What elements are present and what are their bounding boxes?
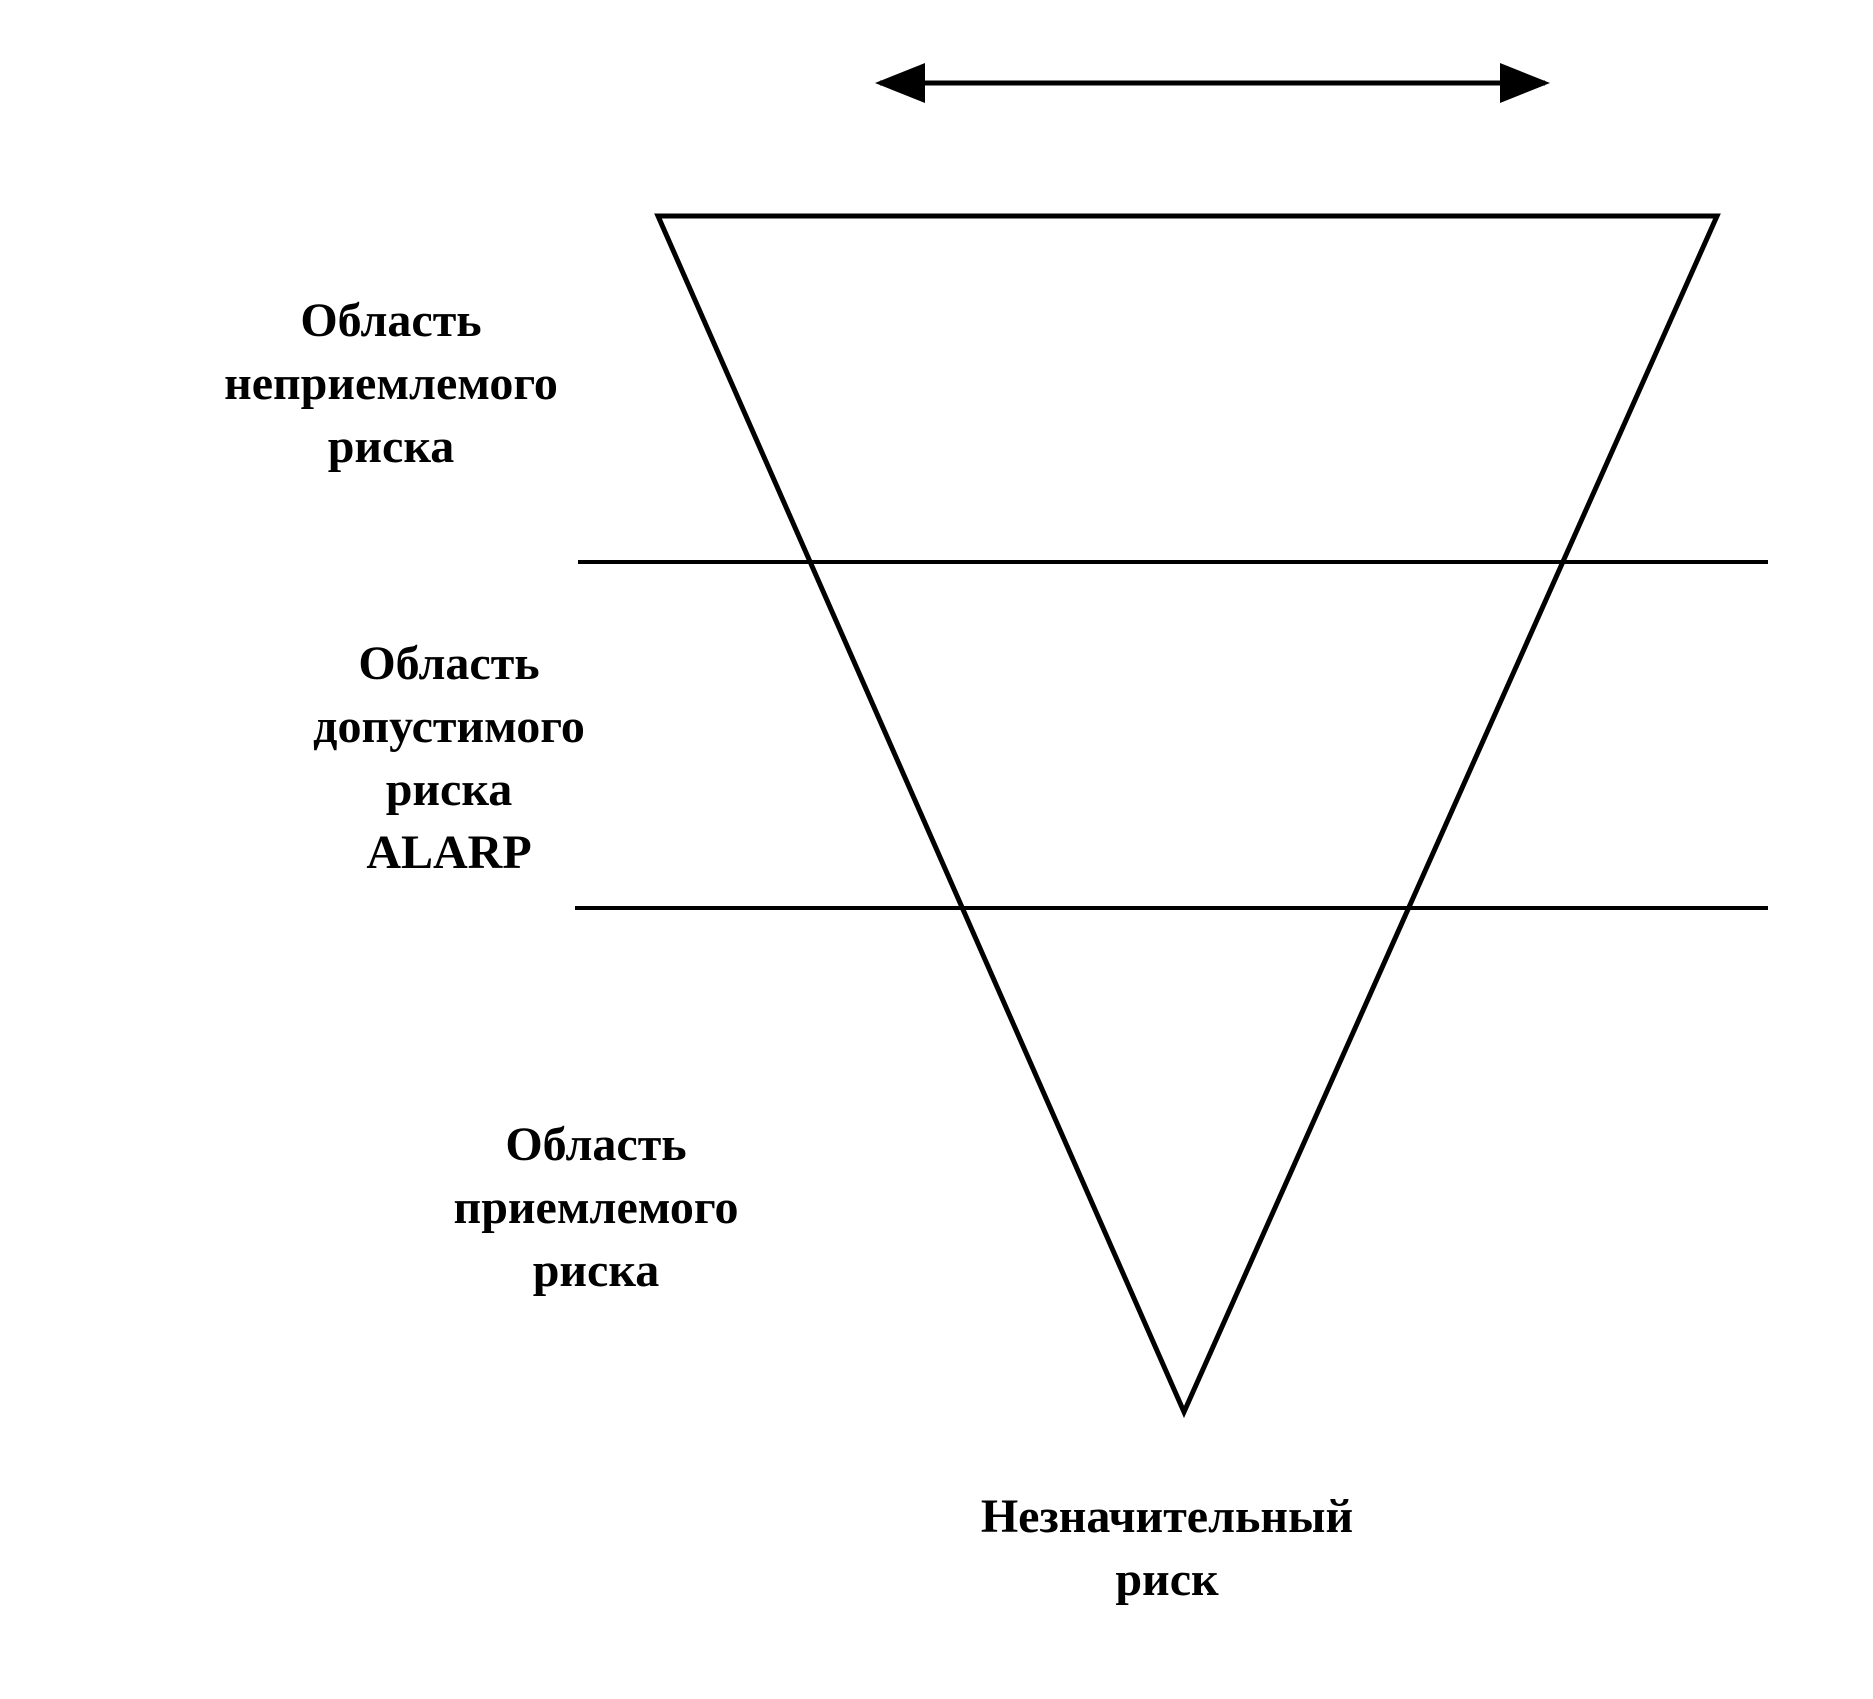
unacceptable-risk-line-3: риска	[327, 420, 455, 473]
inverted-risk-triangle	[654, 213, 1721, 1419]
acceptable-risk-line-2: приемлемого	[453, 1181, 739, 1234]
tolerable-risk-line-2: допустимого	[313, 700, 585, 753]
unacceptable-risk-line-1: Область	[300, 294, 482, 347]
acceptable-risk-line-1: Область	[505, 1118, 687, 1171]
acceptable-risk-label: Область приемлемого риска	[336, 1113, 856, 1302]
negligible-risk-label: Незначительный риск	[907, 1485, 1427, 1611]
negligible-risk-line-2: риск	[1115, 1553, 1219, 1606]
unacceptable-risk-line-2: неприемлемого	[224, 357, 558, 410]
tolerable-risk-line-1: Область	[358, 637, 540, 690]
tolerable-risk-label: Область допустимого риска ALARP	[189, 632, 709, 884]
tolerable-risk-line-4: ALARP	[366, 826, 532, 879]
tolerable-risk-line-3: риска	[385, 763, 513, 816]
unacceptable-risk-label: Область неприемлемого риска	[131, 289, 651, 478]
negligible-risk-line-1: Незначительный	[980, 1490, 1354, 1543]
acceptable-risk-line-3: риска	[532, 1244, 660, 1297]
